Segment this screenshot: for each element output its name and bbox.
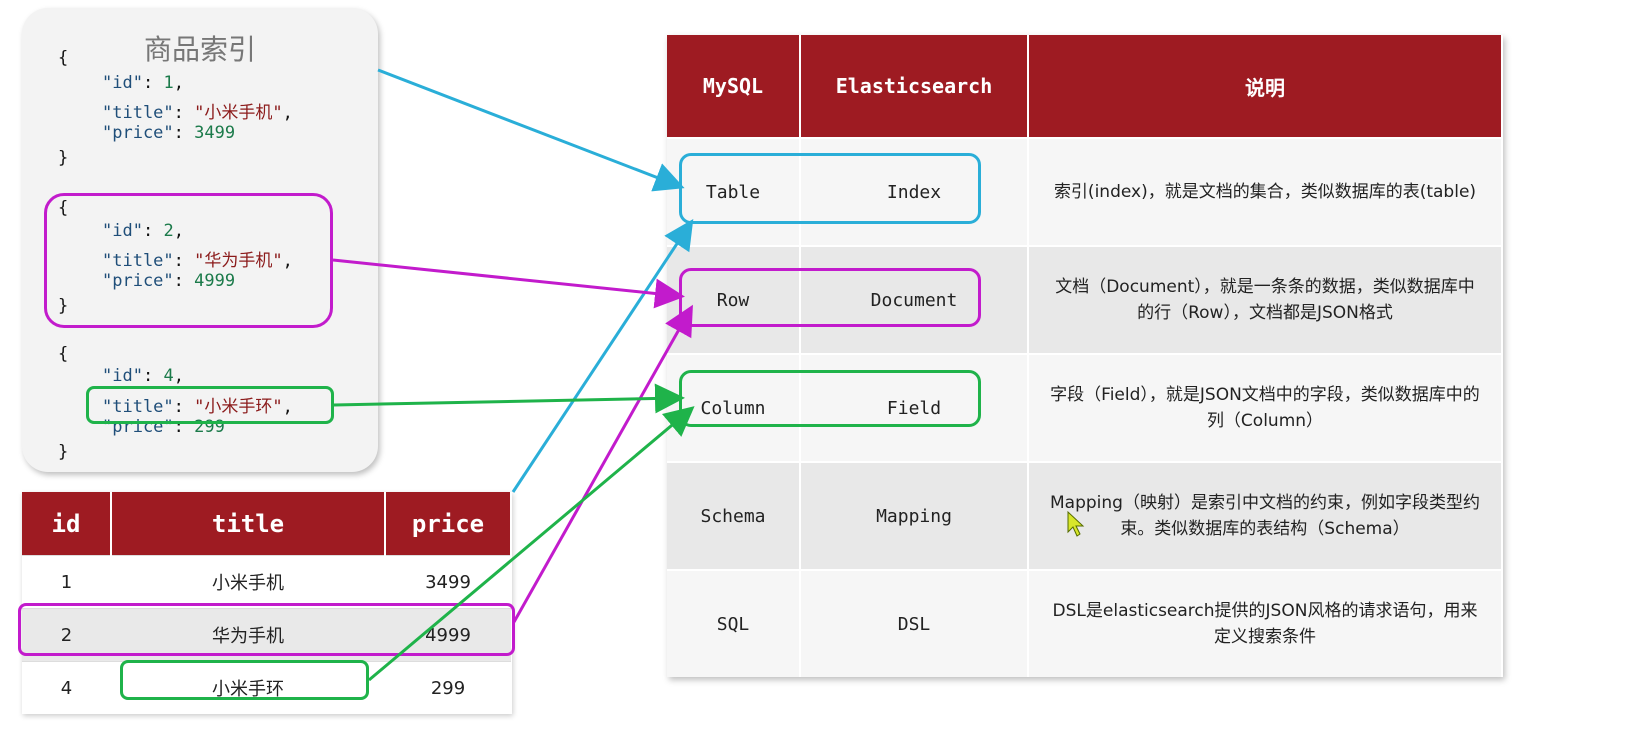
cell: 华为手机 xyxy=(111,608,385,662)
document-arrow xyxy=(332,258,685,309)
cell: 字段（Field），就是JSON文档中的字段，类似数据库中的列（Column） xyxy=(1028,353,1503,462)
index-arrow xyxy=(377,68,685,192)
cell: SQL xyxy=(667,569,801,677)
key: "price" xyxy=(102,123,174,143)
cell: 4999 xyxy=(385,608,511,662)
cell: DSL是elasticsearch提供的JSON风格的请求语句，用来定义搜索条件 xyxy=(1028,569,1503,677)
cell: 小米手环 xyxy=(111,661,385,714)
key: "id" xyxy=(102,366,143,386)
cell: Schema xyxy=(667,461,801,570)
cell: 4 xyxy=(22,661,111,714)
document-highlight-row xyxy=(18,603,515,656)
product-index-card: 商品索引 xyxy=(22,8,378,472)
value: "小米手环" xyxy=(194,397,283,417)
key: "title" xyxy=(102,251,174,271)
key: "title" xyxy=(102,397,174,417)
header-title: title xyxy=(111,492,386,556)
card-title: 商品索引 xyxy=(143,33,256,66)
table-header-row: MySQL Elasticsearch 说明 xyxy=(667,35,1503,138)
header-price: price xyxy=(385,492,512,556)
value: 1 xyxy=(163,73,174,93)
value: "小米手机" xyxy=(194,103,283,123)
field-arrow-table xyxy=(368,406,695,682)
key: "id" xyxy=(102,221,143,241)
cell: 1 xyxy=(22,555,111,609)
field-highlight-cell xyxy=(120,660,369,700)
mouse-cursor-icon xyxy=(1067,510,1085,537)
cell: Mapping（映射）是索引中文档的约束，例如字段类型约束。类似数据库的表结构（… xyxy=(1028,461,1503,570)
table-header-row: id title price xyxy=(22,492,512,556)
cell: Mapping xyxy=(800,461,1029,570)
value: 4 xyxy=(163,366,174,386)
header-elasticsearch: Elasticsearch xyxy=(800,35,1029,138)
value: 4999 xyxy=(194,271,236,291)
cell: 文档（Document），就是一条条的数据，类似数据库中的行（Row），文档都是… xyxy=(1028,245,1503,354)
field-arrow xyxy=(333,383,685,414)
index-arrow-table xyxy=(511,218,694,493)
key: "id" xyxy=(102,73,143,93)
header-id: id xyxy=(22,492,112,556)
cell: Document xyxy=(800,245,1029,354)
cell: DSL xyxy=(800,569,1029,677)
document-highlight-json xyxy=(44,193,333,328)
cell: 索引(index)，就是文档的集合，类似数据库的表(table) xyxy=(1028,137,1503,246)
document-arrow-table xyxy=(512,304,693,623)
header-description: 说明 xyxy=(1028,35,1503,138)
field-highlight-json xyxy=(86,386,334,424)
value: "华为手机" xyxy=(194,251,283,271)
cell: 299 xyxy=(385,661,511,714)
key: "title" xyxy=(102,103,174,123)
key: "price" xyxy=(102,271,174,291)
cell: 2 xyxy=(22,608,111,662)
value: 2 xyxy=(163,221,174,241)
cell: 3499 xyxy=(385,555,511,609)
value: 3499 xyxy=(194,123,236,143)
header-mysql: MySQL xyxy=(667,35,801,138)
cell: 小米手机 xyxy=(111,555,385,609)
